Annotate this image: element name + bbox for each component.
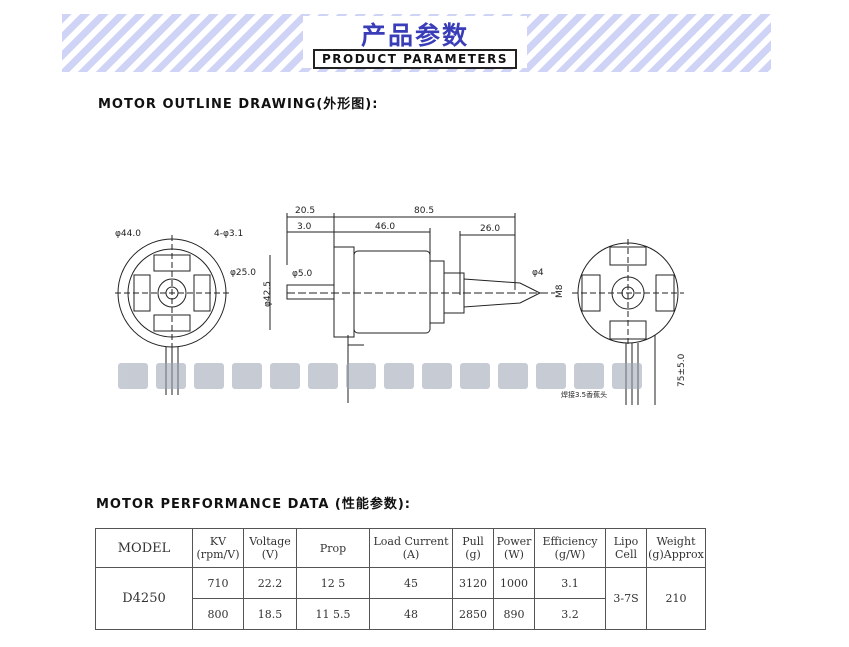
dim-d4: φ4	[532, 268, 544, 278]
dim-d425: φ42.5	[263, 281, 273, 307]
cell-efficiency: 3.1	[534, 567, 606, 599]
cell-power: 1000	[493, 567, 535, 599]
header-load-current: Load Current(A)	[369, 528, 453, 568]
cell-kv: 800	[192, 598, 244, 630]
motor-outline-drawing: φ44.0 4-φ3.1 φ25.0 20.5 80.5 3.0 46.0 26…	[115, 206, 687, 405]
table-header-row: MODEL KV(rpm/V) Voltage(V) Prop Load Cur…	[95, 528, 706, 568]
cell-pull: 3120	[452, 567, 494, 599]
outline-section-label: MOTOR OUTLINE DRAWING(外形图):	[98, 97, 379, 112]
page-title-cn: 产品参数	[360, 21, 469, 50]
page-title-en: PRODUCT PARAMETERS	[313, 49, 517, 69]
table-row: D4250 710 22.2 12 5 45 3120 1000 3.1 3-7…	[95, 567, 706, 630]
dim-holes: 4-φ3.1	[214, 229, 243, 239]
dim-75: 75±5.0	[677, 353, 687, 387]
header-efficiency: Efficiency(g/W)	[534, 528, 606, 568]
header-prop: Prop	[296, 528, 370, 568]
cell-current: 45	[369, 567, 453, 599]
cell-prop: 12 5	[296, 567, 370, 599]
dim-805: 80.5	[414, 206, 434, 216]
performance-table: MODEL KV(rpm/V) Voltage(V) Prop Load Cur…	[95, 528, 706, 630]
dim-30: 3.0	[297, 222, 312, 232]
cell-voltage: 18.5	[243, 598, 297, 630]
wire-note: 焊接3.5香蕉头	[561, 390, 607, 399]
cell-pull: 2850	[452, 598, 494, 630]
performance-section-label: MOTOR PERFORMANCE DATA (性能参数):	[96, 497, 411, 512]
dim-d25: φ25.0	[230, 268, 256, 278]
header-kv: KV(rpm/V)	[192, 528, 244, 568]
dim-m8: M8	[555, 284, 565, 298]
side-view	[269, 213, 555, 403]
header-power: Power(W)	[493, 528, 535, 568]
header-pull: Pull(g)	[452, 528, 494, 568]
cell-efficiency: 3.2	[534, 598, 606, 630]
table-row: 800 18.5 11 5.5 48 2850 890 3.2	[96, 598, 706, 630]
title-box: 产品参数 PRODUCT PARAMETERS	[303, 16, 527, 69]
header-model: MODEL	[95, 528, 193, 568]
cell-prop: 11 5.5	[296, 598, 370, 630]
dim-205: 20.5	[295, 206, 315, 216]
header-weight: Weight(g)Approx	[646, 528, 706, 568]
dim-d50: φ5.0	[292, 269, 313, 279]
cell-voltage: 22.2	[243, 567, 297, 599]
cell-weight: 210	[646, 567, 706, 630]
dim-260: 26.0	[480, 224, 500, 234]
cell-current: 48	[369, 598, 453, 630]
cell-lipo: 3-7S	[605, 567, 647, 630]
cell-power: 890	[493, 598, 535, 630]
cell-kv: 710	[192, 567, 244, 599]
header-voltage: Voltage(V)	[243, 528, 297, 568]
watermark	[118, 357, 688, 395]
dim-460: 46.0	[375, 222, 395, 232]
cell-model: D4250	[95, 567, 193, 630]
dim-d44: φ44.0	[115, 229, 141, 239]
